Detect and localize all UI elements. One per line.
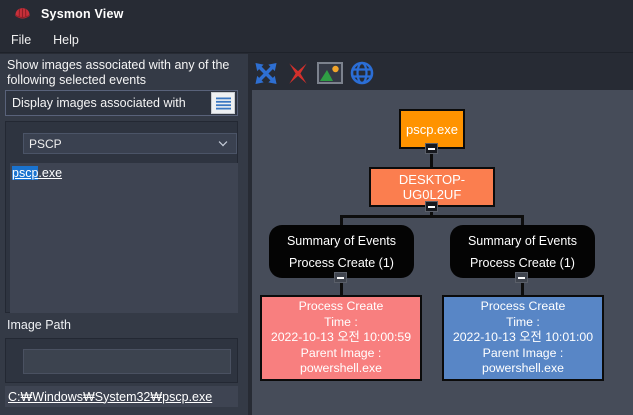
right-panel: pscp.exe DESKTOP-UG0L2UF Summary of Even… xyxy=(248,54,633,415)
node-summary-right[interactable]: Summary of Events Process Create (1) xyxy=(450,225,595,278)
path-link-row: C:₩Windows₩System32₩pscp.exe xyxy=(5,386,238,407)
graph-canvas[interactable]: pscp.exe DESKTOP-UG0L2UF Summary of Even… xyxy=(252,90,633,415)
graph-toolbar xyxy=(250,54,633,90)
list-view-button[interactable] xyxy=(211,92,235,114)
summary-detail: Process Create (1) xyxy=(289,256,394,270)
menu-file[interactable]: File xyxy=(11,32,32,47)
event-line: Time : xyxy=(506,314,540,329)
list-item-rest: .exe xyxy=(38,166,63,180)
connector-summary-event-right xyxy=(521,282,524,295)
minus-icon xyxy=(428,147,435,150)
intro-text: Show images associated with any of the f… xyxy=(7,58,230,87)
event-line: powershell.exe xyxy=(299,361,383,376)
image-path-label: Image Path xyxy=(7,318,71,332)
connector-root-host xyxy=(430,154,433,168)
node-root-label: pscp.exe xyxy=(405,121,459,137)
image-path-input[interactable] xyxy=(23,349,231,374)
globe-button[interactable] xyxy=(347,59,377,87)
menu-help[interactable]: Help xyxy=(53,32,79,47)
list-item[interactable]: pscp.exe xyxy=(10,163,238,182)
event-line: 2022-10-13 오전 10:01:00 xyxy=(452,330,594,345)
collapse-handle-summary-left[interactable] xyxy=(334,272,347,283)
event-line: Time : xyxy=(324,314,358,329)
collapse-handle-summary-right[interactable] xyxy=(515,272,528,283)
minus-icon xyxy=(337,276,344,279)
summary-title: Summary of Events xyxy=(286,234,397,248)
display-images-label: Display images associated with xyxy=(12,96,186,110)
node-event-red[interactable]: Process Create Time : 2022-10-13 오전 10:0… xyxy=(260,295,422,381)
dropdown-value: PSCP xyxy=(29,136,62,151)
node-root-process[interactable]: pscp.exe xyxy=(399,109,465,149)
image-list[interactable]: pscp.exe xyxy=(10,163,238,313)
list-view-icon xyxy=(215,97,231,109)
image-button[interactable] xyxy=(315,59,345,87)
node-host-label: DESKTOP-UG0L2UF xyxy=(398,172,466,202)
summary-detail: Process Create (1) xyxy=(470,256,575,270)
app-icon xyxy=(15,8,30,19)
image-icon xyxy=(317,62,343,84)
connector-summary-event-left xyxy=(340,282,343,295)
close-x-button[interactable] xyxy=(283,59,313,87)
event-line: 2022-10-13 오전 10:00:59 xyxy=(270,330,412,345)
event-line: Parent Image : xyxy=(482,345,564,360)
menu-bar: File Help xyxy=(0,27,633,53)
event-line: powershell.exe xyxy=(481,361,565,376)
display-images-header: Display images associated with xyxy=(5,90,238,116)
event-type-dropdown[interactable]: PSCP xyxy=(23,133,237,154)
window-title: Sysmon View xyxy=(41,6,124,21)
expand-arrows-button[interactable] xyxy=(251,59,281,87)
chevron-down-icon xyxy=(218,137,228,146)
minus-icon xyxy=(428,205,435,208)
image-select-group: PSCP pscp.exe xyxy=(5,121,238,313)
image-path-link[interactable]: C:₩Windows₩System32₩pscp.exe xyxy=(8,389,213,404)
collapse-handle-root[interactable] xyxy=(425,143,438,154)
summary-title: Summary of Events xyxy=(467,234,578,248)
connector-branch-left xyxy=(340,215,343,225)
close-x-icon xyxy=(289,62,307,84)
event-line: Process Create xyxy=(298,299,384,314)
event-line: Parent Image : xyxy=(300,345,382,360)
connector-branch-horizontal xyxy=(340,215,524,218)
connector-branch-right xyxy=(521,215,524,225)
minus-icon xyxy=(518,276,525,279)
collapse-handle-host[interactable] xyxy=(425,201,438,212)
left-panel: Show images associated with any of the f… xyxy=(0,54,248,415)
node-summary-left[interactable]: Summary of Events Process Create (1) xyxy=(269,225,414,278)
selected-text: pscp xyxy=(12,166,39,180)
expand-arrows-icon xyxy=(255,62,277,84)
globe-icon xyxy=(350,61,374,85)
title-bar: Sysmon View xyxy=(0,0,633,27)
event-line: Process Create xyxy=(480,299,566,314)
node-event-blue[interactable]: Process Create Time : 2022-10-13 오전 10:0… xyxy=(442,295,604,381)
image-path-group xyxy=(5,338,238,383)
